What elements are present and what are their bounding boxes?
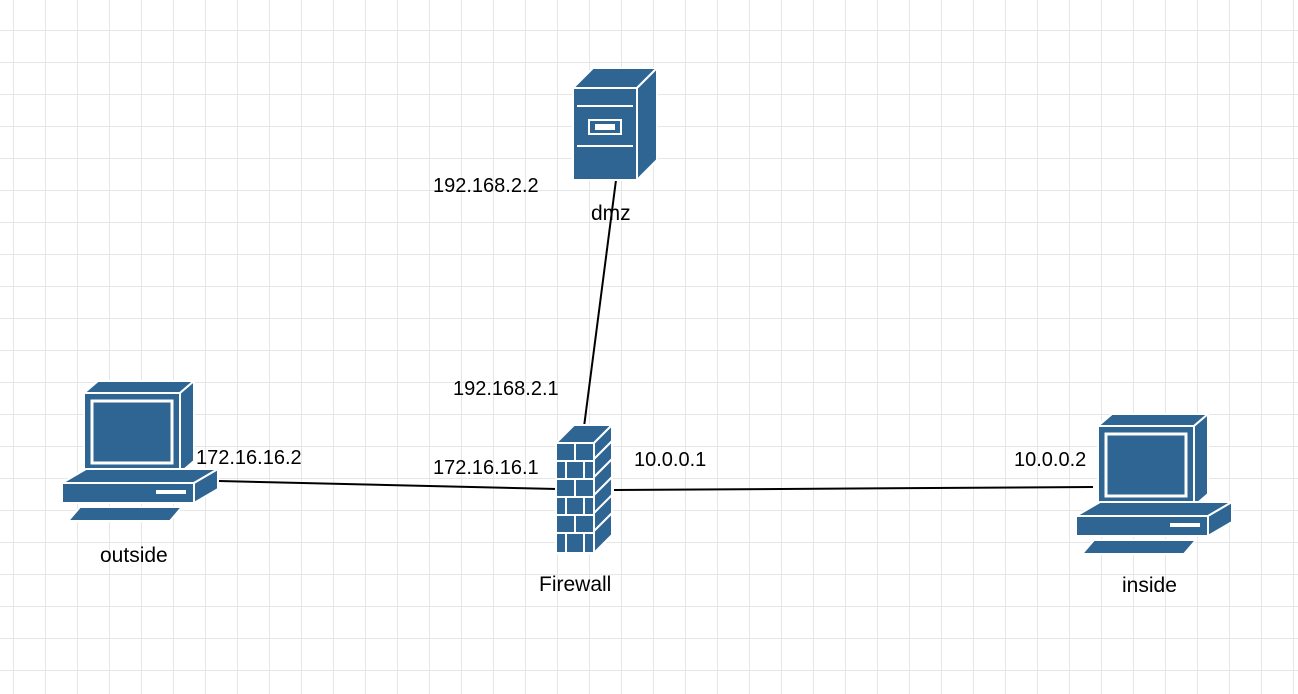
node-label-dmz: dmz: [591, 202, 631, 225]
node-label-firewall: Firewall: [539, 573, 612, 596]
node-label-outside: outside: [100, 544, 168, 567]
link-firewall-inside[interactable]: [613, 486, 1094, 491]
link-firewall-dmz[interactable]: [580, 179, 617, 451]
ip-label-dmz: 192.168.2.2: [433, 175, 539, 197]
workstation-icon[interactable]: [1072, 411, 1236, 555]
ip-label-firewall-outside: 172.16.16.1: [433, 457, 539, 479]
firewall-icon[interactable]: [553, 422, 615, 556]
server-icon[interactable]: [570, 65, 660, 183]
ip-label-firewall-inside: 10.0.0.1: [634, 449, 707, 471]
ip-label-inside: 10.0.0.2: [1014, 449, 1087, 471]
ip-label-firewall-dmz: 192.168.2.1: [453, 378, 559, 400]
ip-label-outside: 172.16.16.2: [196, 447, 302, 469]
workstation-icon[interactable]: [58, 378, 222, 522]
node-label-inside: inside: [1122, 574, 1177, 597]
link-firewall-outside[interactable]: [218, 480, 558, 490]
